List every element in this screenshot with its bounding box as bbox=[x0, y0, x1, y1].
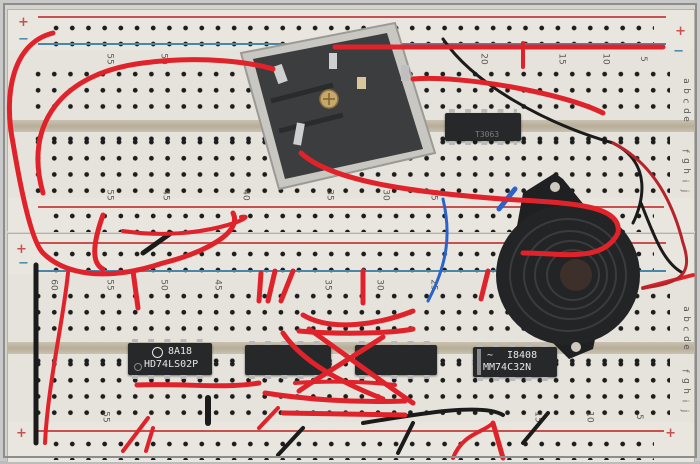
rail-line-negative bbox=[38, 270, 666, 272]
black-wires bbox=[33, 37, 685, 457]
rail-line-positive bbox=[38, 430, 664, 432]
ic-marking: T3063 bbox=[475, 130, 500, 139]
hitachi-logo-icon bbox=[152, 347, 163, 358]
rail-line-positive bbox=[38, 206, 664, 208]
piezo-buzzer bbox=[496, 173, 640, 359]
ic-mm74c32n: ~ I8408 MM74C32N bbox=[473, 343, 557, 381]
plus-sign: + bbox=[18, 15, 29, 30]
components-and-wires bbox=[6, 21, 695, 461]
red-wires bbox=[6, 30, 695, 461]
plus-sign: + bbox=[16, 426, 27, 441]
plus-sign: + bbox=[675, 24, 686, 39]
rail-line-positive bbox=[38, 16, 666, 18]
plus-sign: + bbox=[16, 242, 27, 257]
pin1-marker bbox=[134, 363, 142, 371]
minus-sign: − bbox=[18, 256, 29, 271]
pin1-stripe bbox=[477, 349, 481, 375]
ic-part-number: HD74LS02P bbox=[144, 359, 199, 370]
plus-sign: + bbox=[665, 426, 676, 441]
minus-sign: − bbox=[18, 32, 29, 47]
ic-top-right: T3063 bbox=[445, 109, 521, 145]
ic-part-number: MM74C32N bbox=[483, 362, 532, 373]
rail-line-positive bbox=[38, 242, 666, 244]
bridge-rectifier bbox=[239, 21, 437, 191]
ic-date-code: 8A18 bbox=[168, 346, 193, 357]
ic-hd74ls02p: 8A18 HD74LS02P bbox=[128, 339, 212, 379]
minus-sign: − bbox=[673, 44, 684, 59]
ic-date-code: I8408 bbox=[507, 350, 538, 361]
national-semiconductor-logo-icon: ~ bbox=[487, 350, 494, 361]
